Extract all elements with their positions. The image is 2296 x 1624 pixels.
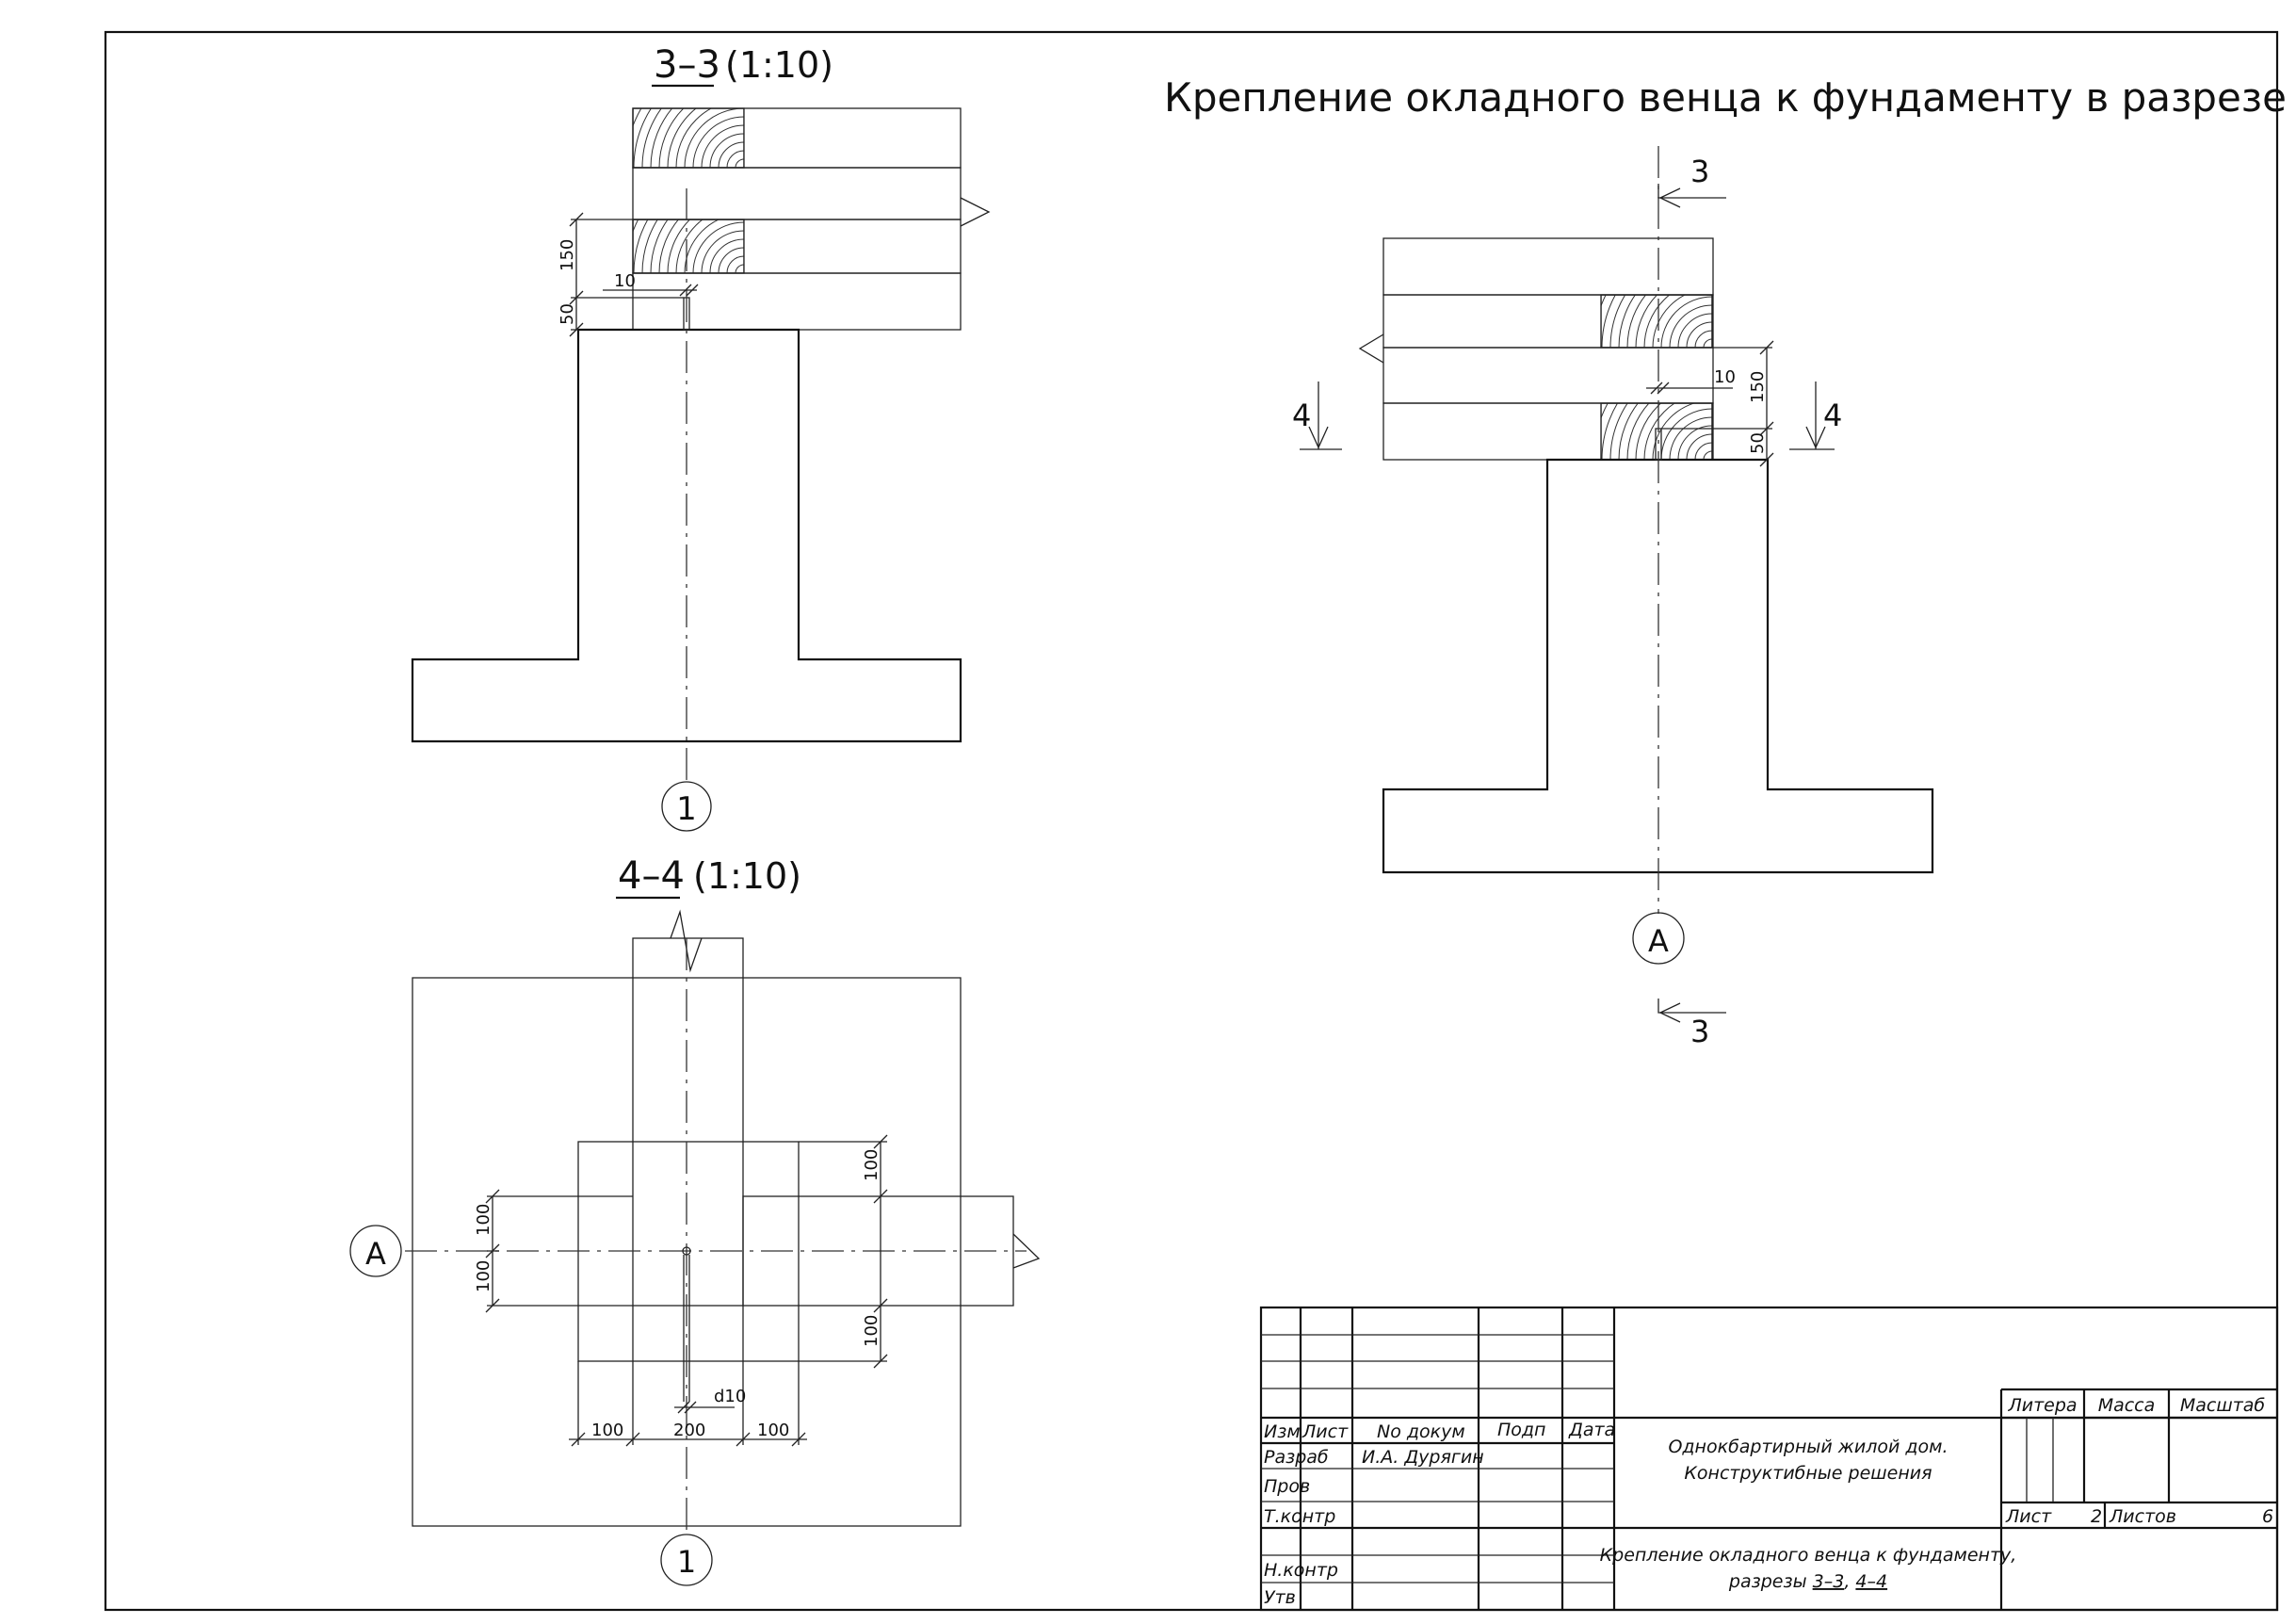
axis-1-marker <box>661 781 712 832</box>
axis-a-label: А <box>1648 923 1669 959</box>
log-crown <box>1382 294 1714 349</box>
log-vertical <box>632 937 744 1307</box>
drawing-title-line1: Крепление окладного венца к фундаменту, <box>1600 1545 2017 1566</box>
log-horizontal <box>742 1195 1014 1307</box>
stamp-sign: Подп <box>1497 1420 1545 1440</box>
dim-100: 100 <box>862 1315 881 1347</box>
title-block: Изм Лист No докум Подп Дата Разраб И.А. … <box>1259 1306 2279 1612</box>
project-title-line1: Однокбартирный жилой дом. <box>1668 1437 1948 1457</box>
dim-pin-d10: d10 <box>714 1387 746 1406</box>
main-title: Крепление окладного венца к фундаменту в… <box>1164 74 2296 121</box>
drawing-title-sep: , <box>1844 1571 1850 1592</box>
stamp-doc: No докум <box>1377 1421 1465 1442</box>
drawing-title-prefix: разрезы <box>1728 1571 1807 1592</box>
dim-50: 50 <box>558 303 577 325</box>
dim-50: 50 <box>1748 432 1768 454</box>
drawing-title-ref-3-3: 3–3 <box>1813 1571 1845 1592</box>
dim-10: 10 <box>614 271 636 291</box>
stamp-masshtab: Масштаб <box>2180 1395 2266 1416</box>
section-3-3: 3–3 (1:10) 1 <box>411 43 991 832</box>
stamp-sheets-label: Листов <box>2109 1506 2176 1527</box>
stamp-litera: Литера <box>2007 1395 2077 1416</box>
log-middle <box>1382 347 1714 404</box>
stamp-izm: Изм <box>1264 1421 1301 1442</box>
cut-3-bottom: 3 <box>1690 1014 1709 1049</box>
stamp-sheets-total: 6 <box>2262 1506 2273 1527</box>
log-top <box>632 107 962 169</box>
cut-4-right: 4 <box>1823 398 1842 433</box>
anchor-pin <box>682 1246 691 1256</box>
project-title-line2: Конструктибные решения <box>1684 1463 1932 1484</box>
axis-a-marker <box>349 1225 402 1277</box>
axis-1-marker <box>660 1534 713 1586</box>
stamp-razrab-name: И.А. Дурягин <box>1362 1447 1484 1468</box>
stamp-tkontr: Т.контр <box>1264 1506 1335 1527</box>
log-bottom <box>632 272 962 331</box>
axis-1-label: 1 <box>676 790 697 828</box>
stamp-date: Дата <box>1568 1420 1615 1440</box>
section-4-4-scale: (1:10) <box>693 855 801 897</box>
dim-200: 200 <box>673 1421 705 1440</box>
foundation-main <box>1382 458 1934 874</box>
sheet-frame <box>104 30 2279 1612</box>
dim-150: 150 <box>1748 371 1768 403</box>
axis-1-label: 1 <box>677 1544 696 1580</box>
section-4-4-mark: 4–4 <box>618 854 685 898</box>
section-4-4: 4–4 (1:10) 1 А 100 200 100 <box>349 854 1041 1586</box>
section-3-3-scale: (1:10) <box>725 44 833 86</box>
log-middle <box>632 167 962 220</box>
dim-100: 100 <box>474 1260 493 1292</box>
axis-a-marker <box>1632 912 1685 965</box>
stamp-utv: Утв <box>1264 1587 1296 1608</box>
main-section: Крепление окладного венца к фундаменту в… <box>1164 74 2296 1049</box>
drawing-title-line2: разрезы 3–3, 4–4 <box>1728 1571 1887 1592</box>
stamp-massa: Масса <box>2098 1395 2156 1416</box>
stamp-sheet-num: 2 <box>2091 1506 2102 1527</box>
dim-10: 10 <box>1714 367 1736 387</box>
dim-100: 100 <box>591 1421 623 1440</box>
stamp-sheet-label: Лист <box>2005 1506 2052 1527</box>
dim-150: 150 <box>558 239 577 271</box>
stamp-prov: Пров <box>1264 1476 1310 1497</box>
stamp-list: Лист <box>1302 1421 1349 1442</box>
stamp-nkontr: Н.контр <box>1264 1560 1338 1581</box>
log-top <box>1382 237 1714 296</box>
dim-100: 100 <box>862 1149 881 1181</box>
axis-a-label: А <box>365 1236 386 1272</box>
drawing-title-ref-4-4: 4–4 <box>1855 1571 1887 1592</box>
cut-4-left: 4 <box>1292 398 1311 433</box>
cut-3-top: 3 <box>1690 154 1709 189</box>
dim-100: 100 <box>757 1421 789 1440</box>
stamp-razrab: Разраб <box>1264 1447 1329 1468</box>
foundation-3-3 <box>411 328 962 743</box>
section-3-3-mark: 3–3 <box>654 43 720 87</box>
dim-100: 100 <box>474 1204 493 1236</box>
